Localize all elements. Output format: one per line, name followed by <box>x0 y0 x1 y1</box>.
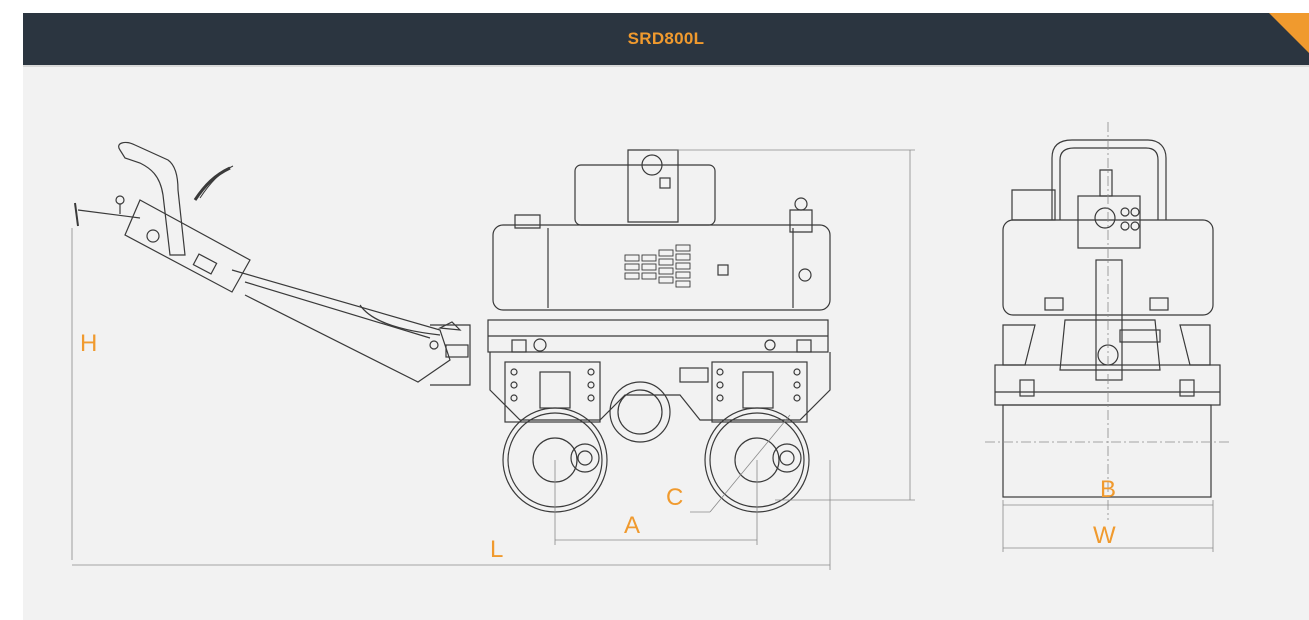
dimension-label-l: L <box>490 536 504 563</box>
drawing-panel <box>23 13 1309 620</box>
dimension-label-h: H <box>80 330 98 357</box>
front-view <box>994 139 1221 498</box>
header-divider <box>23 65 1309 67</box>
model-title: SRD800L <box>627 29 705 48</box>
dimension-label-c: C <box>666 484 684 511</box>
dimension-label-b: B <box>1100 476 1117 503</box>
corner-accent-icon <box>1269 13 1309 53</box>
dimension-label-a: A <box>624 512 641 539</box>
dimension-label-w: W <box>1093 522 1116 549</box>
side-view <box>74 141 831 513</box>
title-bar: SRD800L <box>23 13 1309 65</box>
